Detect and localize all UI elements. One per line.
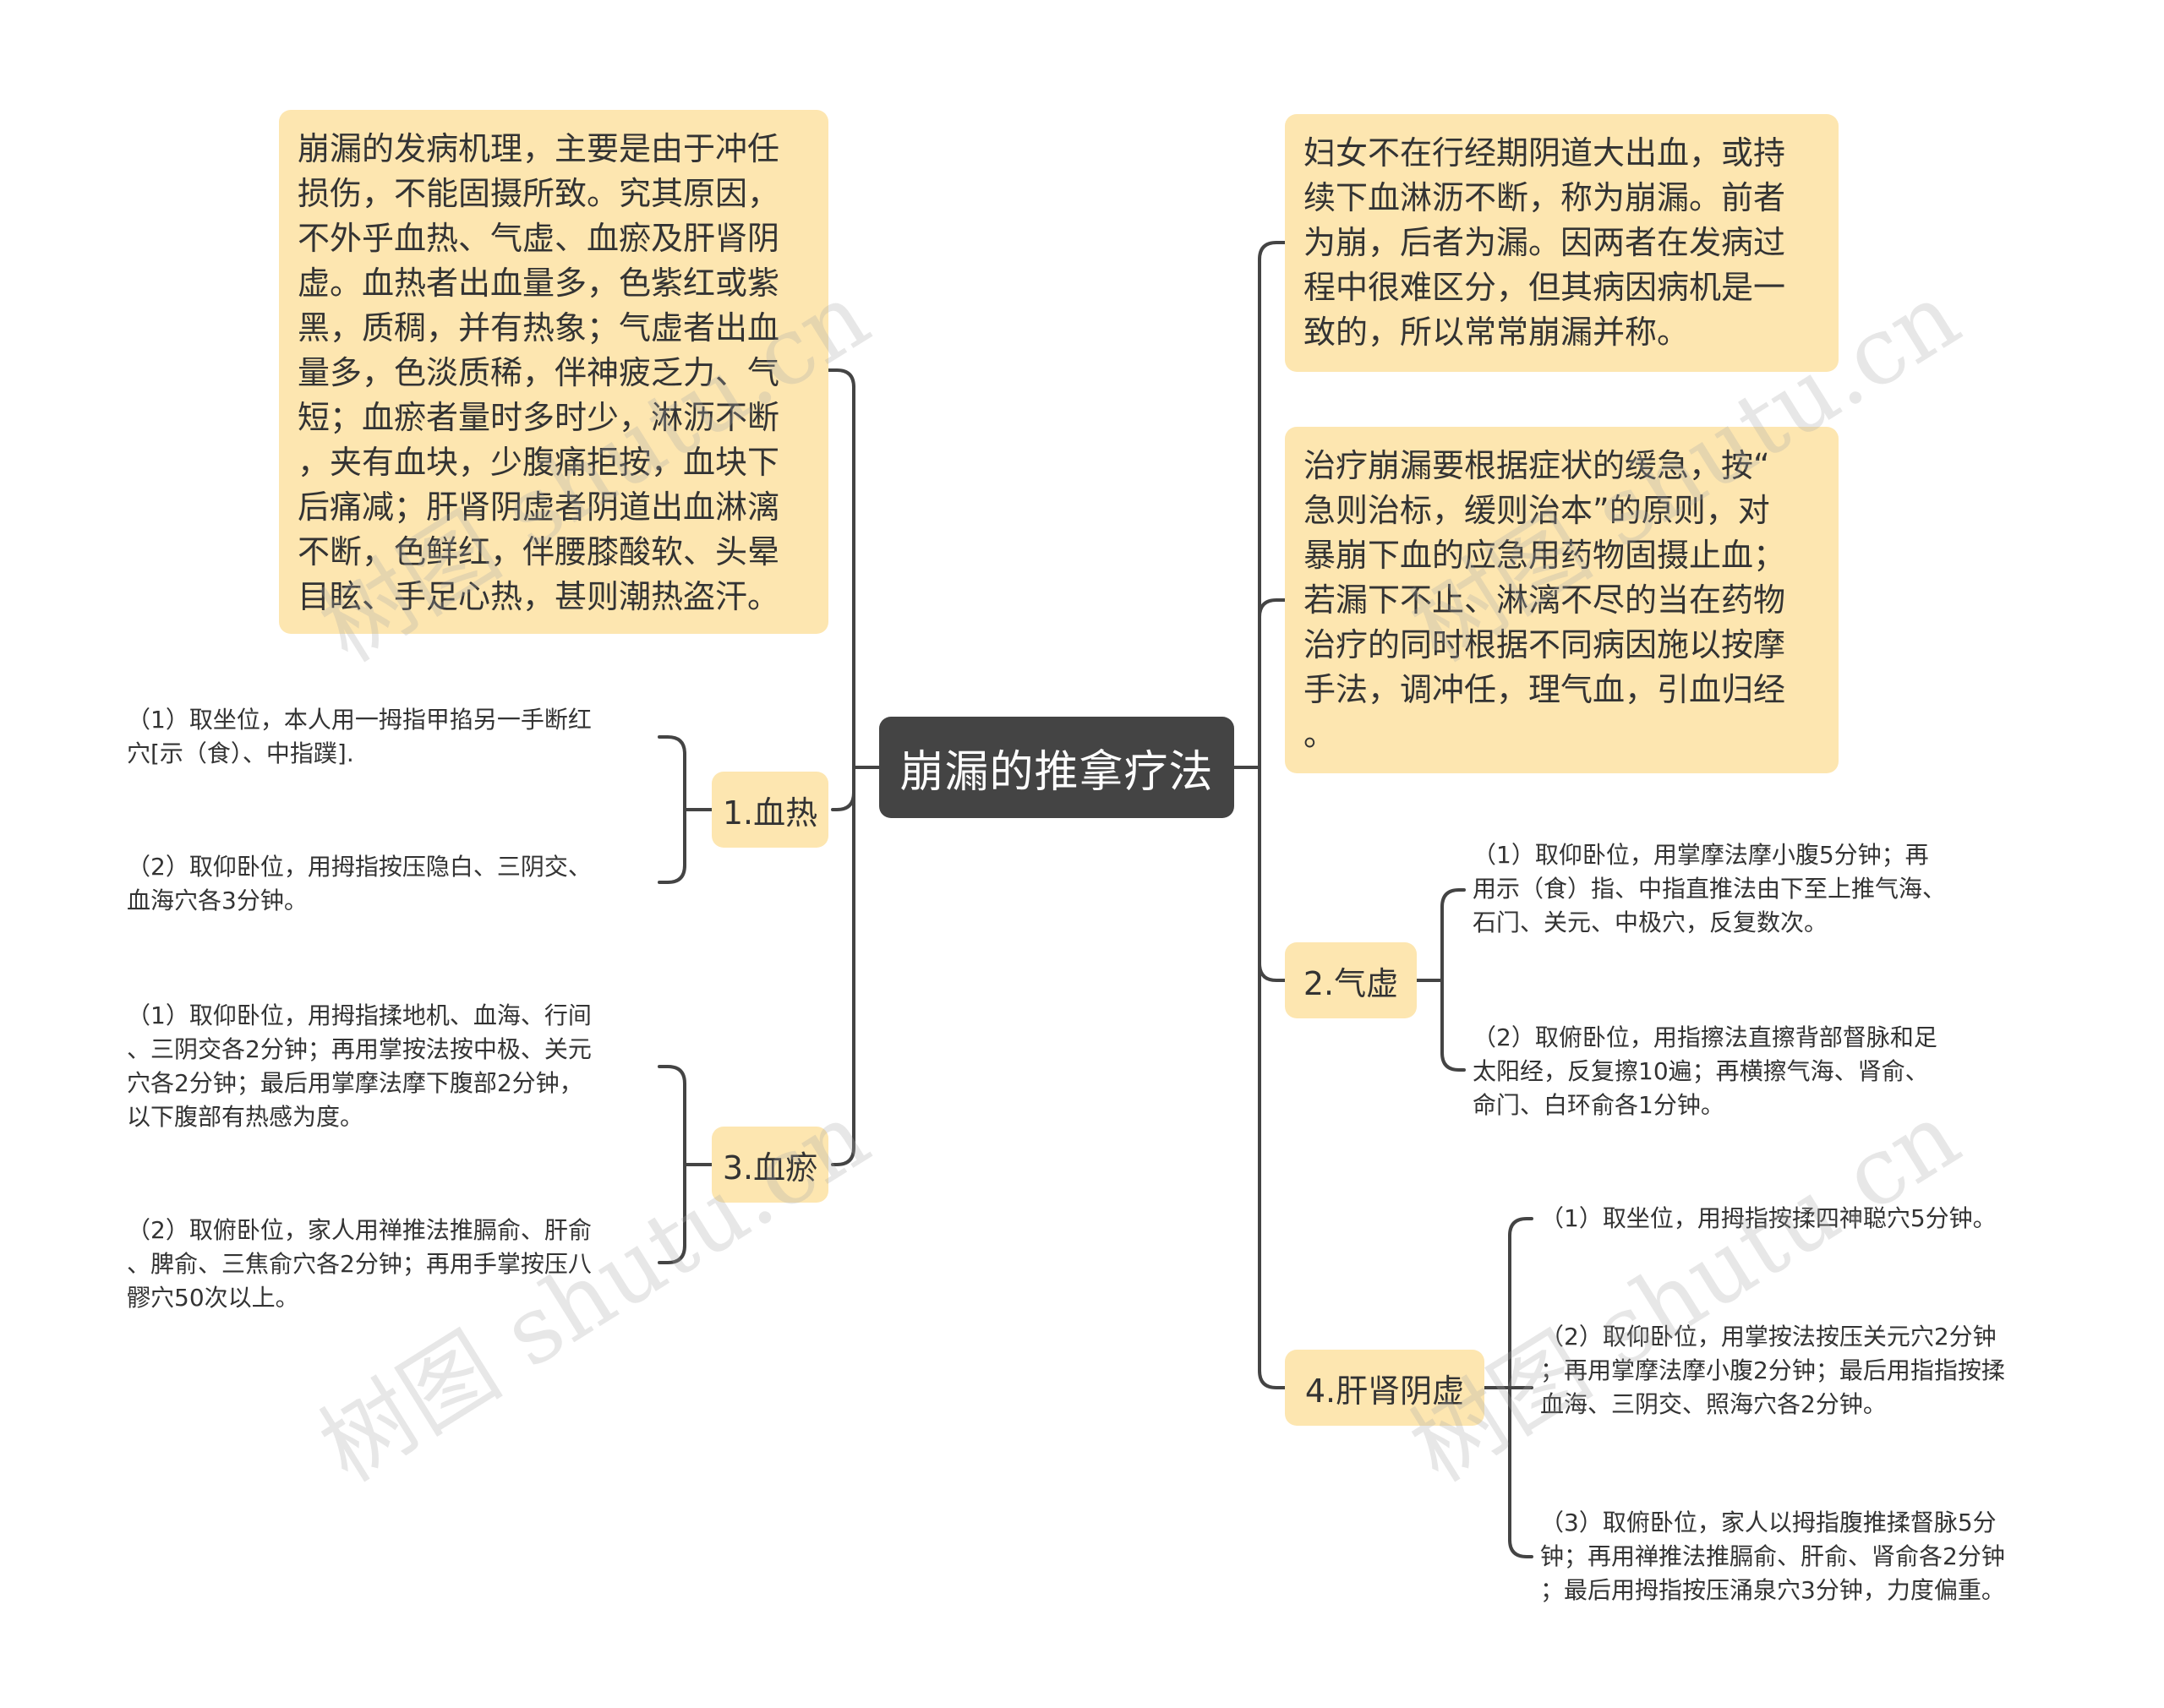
category-ganshen[interactable]: 4.肝肾阴虚 [1285,1350,1484,1426]
xueyu-item-1[interactable]: （1）取仰卧位，用拇指揉地机、血海、行间 、三阴交各2分钟；再用掌按法按中极、关… [127,999,592,1134]
ganshen-item-2[interactable]: （2）取仰卧位，用掌按法按压关元穴2分钟 ；再用掌摩法摩小腹2分钟；最后用指指按… [1540,1320,2005,1422]
category-xueyu[interactable]: 3.血瘀 [712,1127,828,1203]
leaf-line: 太阳经，反复擦10遍；再横擦气海、肾俞、 [1473,1057,1929,1085]
definition-line: 为崩，后者为漏。因两者在发病过 [1303,224,1786,261]
principle-line: 。 [1303,716,1336,753]
definition-line: 致的，所以常常崩漏并称。 [1303,314,1690,351]
principle-line: 手法，调冲任，理气血，引血归经 [1303,671,1786,708]
leaf-line: ；再用掌摩法摩小腹2分钟；最后用指指按揉 [1540,1356,2005,1384]
mechanism-line: ，夹有血块，少腹痛拒按，血块下 [298,444,780,481]
leaf-line: 穴各2分钟；最后用掌摩法摩下腹部2分钟， [127,1069,583,1097]
leaf-line: 血海、三阴交、照海穴各2分钟。 [1540,1390,1887,1418]
category-qixu[interactable]: 2.气虚 [1285,942,1417,1018]
leaf-line: （1）取仰卧位，用拇指揉地机、血海、行间 [127,1001,592,1029]
mechanism-line: 短；血瘀者量时多时少，淋沥不断 [298,399,780,436]
leaf-line: 命门、白环俞各1分钟。 [1473,1091,1724,1119]
leaf-line: 穴[示（食）、中指蹼]. [127,739,354,767]
leaf-line: 、脾俞、三焦俞穴各2分钟；再用手掌按压八 [127,1250,592,1278]
qixu-item-2[interactable]: （2）取俯卧位，用指擦法直擦背部督脉和足 太阳经，反复擦10遍；再横擦气海、肾俞… [1473,1021,1937,1122]
principle-line: 若漏下不止、淋漓不尽的当在药物 [1303,581,1786,619]
principle-line: 治疗的同时根据不同病因施以按摩 [1303,626,1786,663]
principle-node[interactable]: 治疗崩漏要根据症状的缓急，按“ 急则治标，缓则治本”的原则，对 暴崩下血的应急用… [1285,427,1839,773]
mechanism-line: 不断，色鲜红，伴腰膝酸软、头晕 [298,533,780,570]
mechanism-line: 崩漏的发病机理，主要是由于冲任 [298,130,780,167]
mechanism-line: 虚。血热者出血量多，色紫红或紫 [298,265,780,302]
qixu-item-1[interactable]: （1）取仰卧位，用掌摩法摩小腹5分钟；再 用示（食）指、中指直推法由下至上推气海… [1473,838,1946,940]
leaf-line: （2）取俯卧位，用指擦法直擦背部督脉和足 [1473,1023,1937,1051]
leaf-line: ；最后用拇指按压涌泉穴3分钟，力度偏重。 [1540,1576,2005,1604]
leaf-line: 血海穴各3分钟。 [127,887,308,914]
leaf-line: 钟；再用禅推法推膈俞、肝俞、肾俞各2分钟 [1540,1542,2005,1570]
leaf-line: 以下腹部有热感为度。 [127,1103,364,1131]
mechanism-line: 目眩、手足心热，甚则潮热盗汗。 [298,578,780,615]
leaf-line: 用示（食）指、中指直推法由下至上推气海、 [1473,875,1947,903]
leaf-line: 髎穴50次以上。 [127,1284,299,1312]
mechanism-line: 不外乎血热、气虚、血瘀及肝肾阴 [298,220,780,257]
ganshen-item-1[interactable]: （1）取坐位，用拇指按揉四神聪穴5分钟。 [1540,1202,1997,1236]
leaf-line: （1）取坐位，用拇指按揉四神聪穴5分钟。 [1540,1204,1997,1232]
leaf-line: 、三阴交各2分钟；再用掌按法按中极、关元 [127,1035,592,1063]
mechanism-line: 量多，色淡质稀，伴神疲乏力、气 [298,354,780,391]
mechanism-line: 损伤，不能固摄所致。究其原因， [298,175,780,212]
leaf-line: 石门、关元、中极穴，反复数次。 [1473,909,1828,936]
leaf-line: （2）取仰卧位，用拇指按压隐白、三阴交、 [127,853,592,881]
definition-line: 程中很难区分，但其病因病机是一 [1303,269,1786,306]
leaf-line: （1）取坐位，本人用一拇指甲掐另一手断红 [127,706,592,734]
definition-line: 续下血淋沥不断，称为崩漏。前者 [1303,179,1786,216]
leaf-line: （2）取俯卧位，家人用禅推法推膈俞、肝俞 [127,1216,592,1244]
principle-line: 暴崩下血的应急用药物固摄止血； [1303,537,1786,574]
mechanism-line: 后痛减；肝肾阴虚者阴道出血淋漓 [298,488,780,526]
mechanism-node[interactable]: 崩漏的发病机理，主要是由于冲任 损伤，不能固摄所致。究其原因， 不外乎血热、气虚… [279,110,828,634]
definition-line: 妇女不在行经期阴道大出血，或持 [1303,134,1786,172]
category-xuere[interactable]: 1.血热 [712,772,828,848]
root-node[interactable]: 崩漏的推拿疗法 [879,717,1234,818]
principle-line: 急则治标，缓则治本”的原则，对 [1303,492,1770,529]
principle-line: 治疗崩漏要根据症状的缓急，按“ [1303,447,1770,484]
leaf-line: （2）取仰卧位，用掌按法按压关元穴2分钟 [1540,1323,1997,1351]
definition-node[interactable]: 妇女不在行经期阴道大出血，或持 续下血淋沥不断，称为崩漏。前者 为崩，后者为漏。… [1285,114,1839,372]
mechanism-line: 黑，质稠，并有热象；气虚者出血 [298,309,780,347]
xueyu-item-2[interactable]: （2）取俯卧位，家人用禅推法推膈俞、肝俞 、脾俞、三焦俞穴各2分钟；再用手掌按压… [127,1214,592,1315]
leaf-line: （3）取俯卧位，家人以拇指腹推揉督脉5分 [1540,1509,1997,1536]
ganshen-item-3[interactable]: （3）取俯卧位，家人以拇指腹推揉督脉5分 钟；再用禅推法推膈俞、肝俞、肾俞各2分… [1540,1506,2005,1607]
leaf-line: （1）取仰卧位，用掌摩法摩小腹5分钟；再 [1473,841,1929,869]
xuere-item-2[interactable]: （2）取仰卧位，用拇指按压隐白、三阴交、 血海穴各3分钟。 [127,850,592,918]
xuere-item-1[interactable]: （1）取坐位，本人用一拇指甲掐另一手断红 穴[示（食）、中指蹼]. [127,703,592,771]
